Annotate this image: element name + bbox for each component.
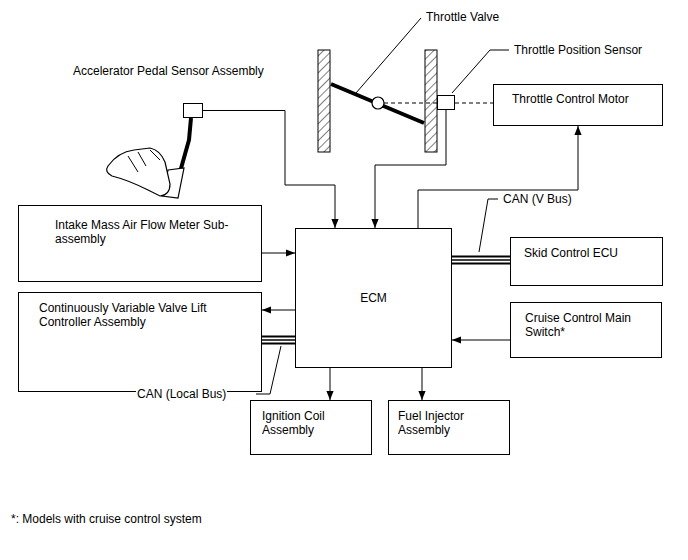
- sensor-box: Accelerator Pedal Sensor Assembly: [183, 103, 203, 118]
- component-name: Cruise Control Main Switch*: [525, 311, 647, 339]
- footnote: *: Models with cruise control system: [10, 512, 203, 526]
- component-name: ECM: [360, 291, 387, 305]
- component-box: Continuously Variable Valve Lift Control…: [18, 292, 262, 392]
- can-bus-line: [262, 340, 295, 341]
- component-box: ECM: [295, 228, 452, 368]
- leader-line: [479, 199, 498, 252]
- can-bus-line: [452, 256, 510, 265]
- part-label: Throttle Position Sensor: [514, 43, 642, 57]
- component-name: Throttle Control Motor: [512, 92, 658, 106]
- signal-arrow: [330, 368, 331, 400]
- can-bus-line: [262, 338, 295, 343]
- throttle-valve-plate: [331, 84, 424, 123]
- throttle-shaft: [384, 103, 437, 104]
- component-name: Continuously Variable Valve Lift Control…: [39, 301, 234, 329]
- can-bus-line: [452, 258, 510, 263]
- throttle-body-wall: [318, 50, 330, 152]
- component-name: Fuel Injector Assembly: [398, 409, 486, 437]
- signal-line: [330, 368, 331, 400]
- can-bus-line: [452, 259, 510, 261]
- signal-arrow: [262, 310, 295, 311]
- component-box: Ignition Coil Assembly: [250, 400, 372, 455]
- signal-arrow: [452, 340, 510, 341]
- can-bus-line: [262, 336, 295, 345]
- signal-arrow: [422, 368, 423, 400]
- signal-line: [422, 368, 423, 400]
- throttle-body-wall: [425, 50, 437, 152]
- signal-arrow: [418, 126, 578, 228]
- signal-line: [375, 110, 446, 228]
- callout-label: CAN (Local Bus): [136, 387, 227, 401]
- component-box: Throttle Control Motor: [493, 84, 663, 126]
- sensor-box: Throttle Position Sensor: [437, 95, 455, 110]
- driver-foot: [107, 148, 170, 196]
- pedal-lever: [180, 118, 191, 172]
- callout-label: CAN (V Bus): [502, 192, 573, 206]
- signal-line: [262, 310, 295, 311]
- component-name: Skid Control ECU: [524, 246, 658, 260]
- callout-label: Throttle Valve: [425, 10, 500, 24]
- signal-arrow: [375, 110, 446, 228]
- component-name: Ignition Coil Assembly: [262, 409, 350, 437]
- component-box: Intake Mass Air Flow Meter Sub-assembly: [18, 205, 262, 282]
- component-box: Skid Control ECU: [510, 237, 663, 286]
- can-bus-line: [452, 260, 510, 261]
- component-box: Cruise Control Main Switch*: [510, 302, 662, 358]
- signal-line: [262, 253, 295, 254]
- shoe-detail: [128, 150, 160, 172]
- throttle-shaft: [455, 103, 493, 104]
- can-bus-line: [262, 339, 295, 341]
- signal-line: [418, 126, 578, 228]
- signal-line: [452, 340, 510, 341]
- component-box: Fuel Injector Assembly: [388, 400, 510, 455]
- component-name: Intake Mass Air Flow Meter Sub-assembly: [55, 218, 240, 246]
- throttle-shaft-pivot: [372, 97, 384, 109]
- leader-line: [356, 18, 421, 93]
- signal-arrow: [262, 253, 295, 254]
- part-label: Accelerator Pedal Sensor Assembly: [73, 64, 264, 78]
